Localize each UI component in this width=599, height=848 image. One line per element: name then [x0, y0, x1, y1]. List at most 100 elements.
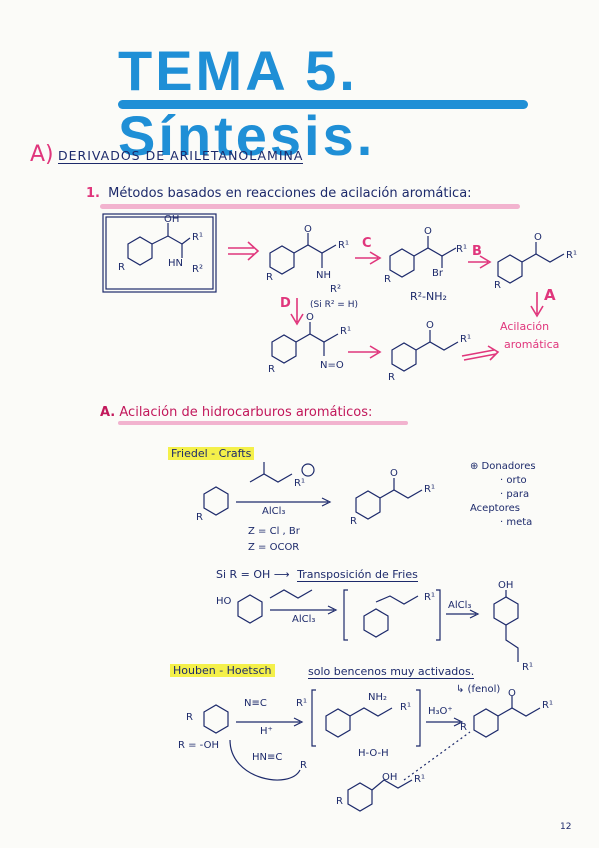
note-donors: ⊕ Donadores [470, 461, 536, 472]
benzene-ring-hh-intermediate [325, 708, 351, 738]
label-o-p4: O [306, 312, 314, 323]
method-1-title: Métodos basados en reacciones de acilaci… [108, 186, 472, 201]
title-underline [118, 100, 528, 109]
benzene-ring-hh-product [473, 708, 499, 738]
subsection-a-title: Acilación de hidrocarburos aromáticos: [119, 405, 373, 420]
page-number: 12 [560, 822, 572, 832]
benzene-ring-hh-lower [347, 782, 373, 812]
directing-notes: ⊕ Donadores · orto · para Aceptores · me… [470, 460, 536, 530]
houben-iminium: NH₂ [368, 692, 388, 703]
fries-name: Transposición de Fries [297, 568, 418, 582]
subsection-a-number: A. [100, 405, 116, 420]
fries-ho: HO [216, 596, 232, 607]
houben-nitrile: N≡C [244, 698, 267, 709]
method-1-highlight [100, 204, 520, 209]
label-oh: OH [164, 214, 180, 225]
letter-a: A [544, 286, 556, 304]
label-r-p1: R [266, 272, 273, 283]
benzene-ring-2 [269, 245, 295, 275]
amine-reagent: R²-NH₂ [410, 290, 447, 303]
fc-z2: Z = OCOR [248, 542, 300, 553]
letter-d: D [280, 296, 291, 311]
label-r-p4: R [268, 364, 275, 375]
note-acceptors: Aceptores [470, 503, 520, 514]
houben-product-o: O [508, 688, 516, 699]
houben-nitrilium-r: R [300, 760, 307, 771]
fries-condition: Si R = OH ⟶ [216, 568, 290, 581]
letter-b: B [472, 244, 482, 259]
label-r1-start: R¹ [192, 232, 203, 243]
note-ortho: · orto [500, 475, 527, 486]
fc-catalyst: AlCl₃ [262, 506, 286, 517]
subsection-a-heading: A. Acilación de hidrocarburos aromáticos… [100, 405, 372, 420]
letter-c: C [362, 236, 372, 251]
label-no: N=O [320, 360, 344, 371]
fries-catalyst-2: AlCl₃ [448, 600, 472, 611]
label-o-p5: O [426, 320, 434, 331]
houben-r: R [186, 712, 193, 723]
condition-d: (Si R² = H) [310, 300, 358, 310]
label-br: Br [432, 268, 443, 279]
houben-lower-r: R [336, 796, 343, 807]
houben-nitrilium: HN≡C [252, 752, 283, 763]
houben-lower-r1: R¹ [414, 774, 425, 785]
label-r-p2: R [384, 274, 391, 285]
fc-label-r: R [196, 512, 203, 523]
benzene-ring-fc [203, 486, 229, 516]
label-r-p5: R [388, 372, 395, 383]
label-r2-p1: R² [330, 284, 341, 295]
label-r1-p3: R¹ [566, 250, 577, 261]
fries-catalyst-1: AlCl₃ [292, 614, 316, 625]
houben-hoesch-note: solo bencenos muy activados. [308, 665, 475, 679]
benzene-ring-fries-intermediate [363, 608, 389, 638]
label-r-p3: R [494, 280, 501, 291]
houben-product-r: R [460, 722, 467, 733]
benzene-ring-3 [389, 248, 415, 278]
fries-r1-intermediate: R¹ [424, 592, 435, 603]
note-para: · para [500, 489, 530, 500]
fc-product-r: R [350, 516, 357, 527]
fc-z1: Z = Cl , Br [248, 526, 300, 537]
label-r1-p1: R¹ [338, 240, 349, 251]
houben-r-def: R = -OH [178, 740, 219, 751]
houben-lower-oh: OH [382, 772, 398, 783]
fc-product-r1: R¹ [424, 484, 435, 495]
friedel-crafts-name: Friedel - Crafts [168, 447, 255, 460]
houben-hoesch-heading: Houben - Hoetsch [170, 664, 275, 677]
method-1-number: 1. [86, 186, 100, 201]
label-r1-p2: R¹ [456, 244, 467, 255]
fc-product-o: O [390, 468, 398, 479]
houben-proton: H⁺ [260, 726, 273, 737]
fc-label-r1: R¹ [294, 478, 305, 489]
acylation-label-2: aromática [504, 338, 560, 351]
label-hn: HN [168, 258, 183, 269]
note-meta: · meta [500, 517, 533, 528]
subsection-a-highlight [118, 421, 408, 425]
benzene-ring-5 [271, 334, 297, 364]
benzene-ring-hh [203, 704, 229, 734]
houben-fenol: ↳ (fenol) [456, 684, 501, 695]
houben-water: H-O-H [358, 748, 389, 759]
fries-heading: Si R = OH ⟶ Transposición de Fries [216, 568, 418, 582]
houben-product-r1: R¹ [542, 700, 553, 711]
benzene-ring-fc-product [355, 490, 381, 520]
label-o-p1: O [304, 224, 312, 235]
houben-hydrolysis: H₃O⁺ [428, 706, 453, 717]
label-r2-start: R² [192, 264, 203, 275]
section-title: DERIVADOS DE ARILETANOLAMINA [58, 148, 304, 164]
label-o-p3: O [534, 232, 542, 243]
method-1-heading: 1. Métodos basados en reacciones de acil… [86, 186, 472, 201]
houben-iminium-r1: R¹ [400, 702, 411, 713]
houben-hoesch-name: Houben - Hoetsch [170, 664, 275, 677]
label-o-p2: O [424, 226, 432, 237]
label-r1-p5: R¹ [460, 334, 471, 345]
benzene-ring-1 [127, 236, 153, 266]
acylation-label-1: Acilación [500, 320, 550, 333]
benzene-ring-fries [237, 594, 263, 624]
label-r1-p4: R¹ [340, 326, 351, 337]
houben-nitrile-r1: R¹ [296, 698, 307, 709]
label-r-start: R [118, 262, 125, 273]
benzene-ring-4 [497, 254, 523, 284]
fries-r1-product: R¹ [522, 662, 533, 673]
